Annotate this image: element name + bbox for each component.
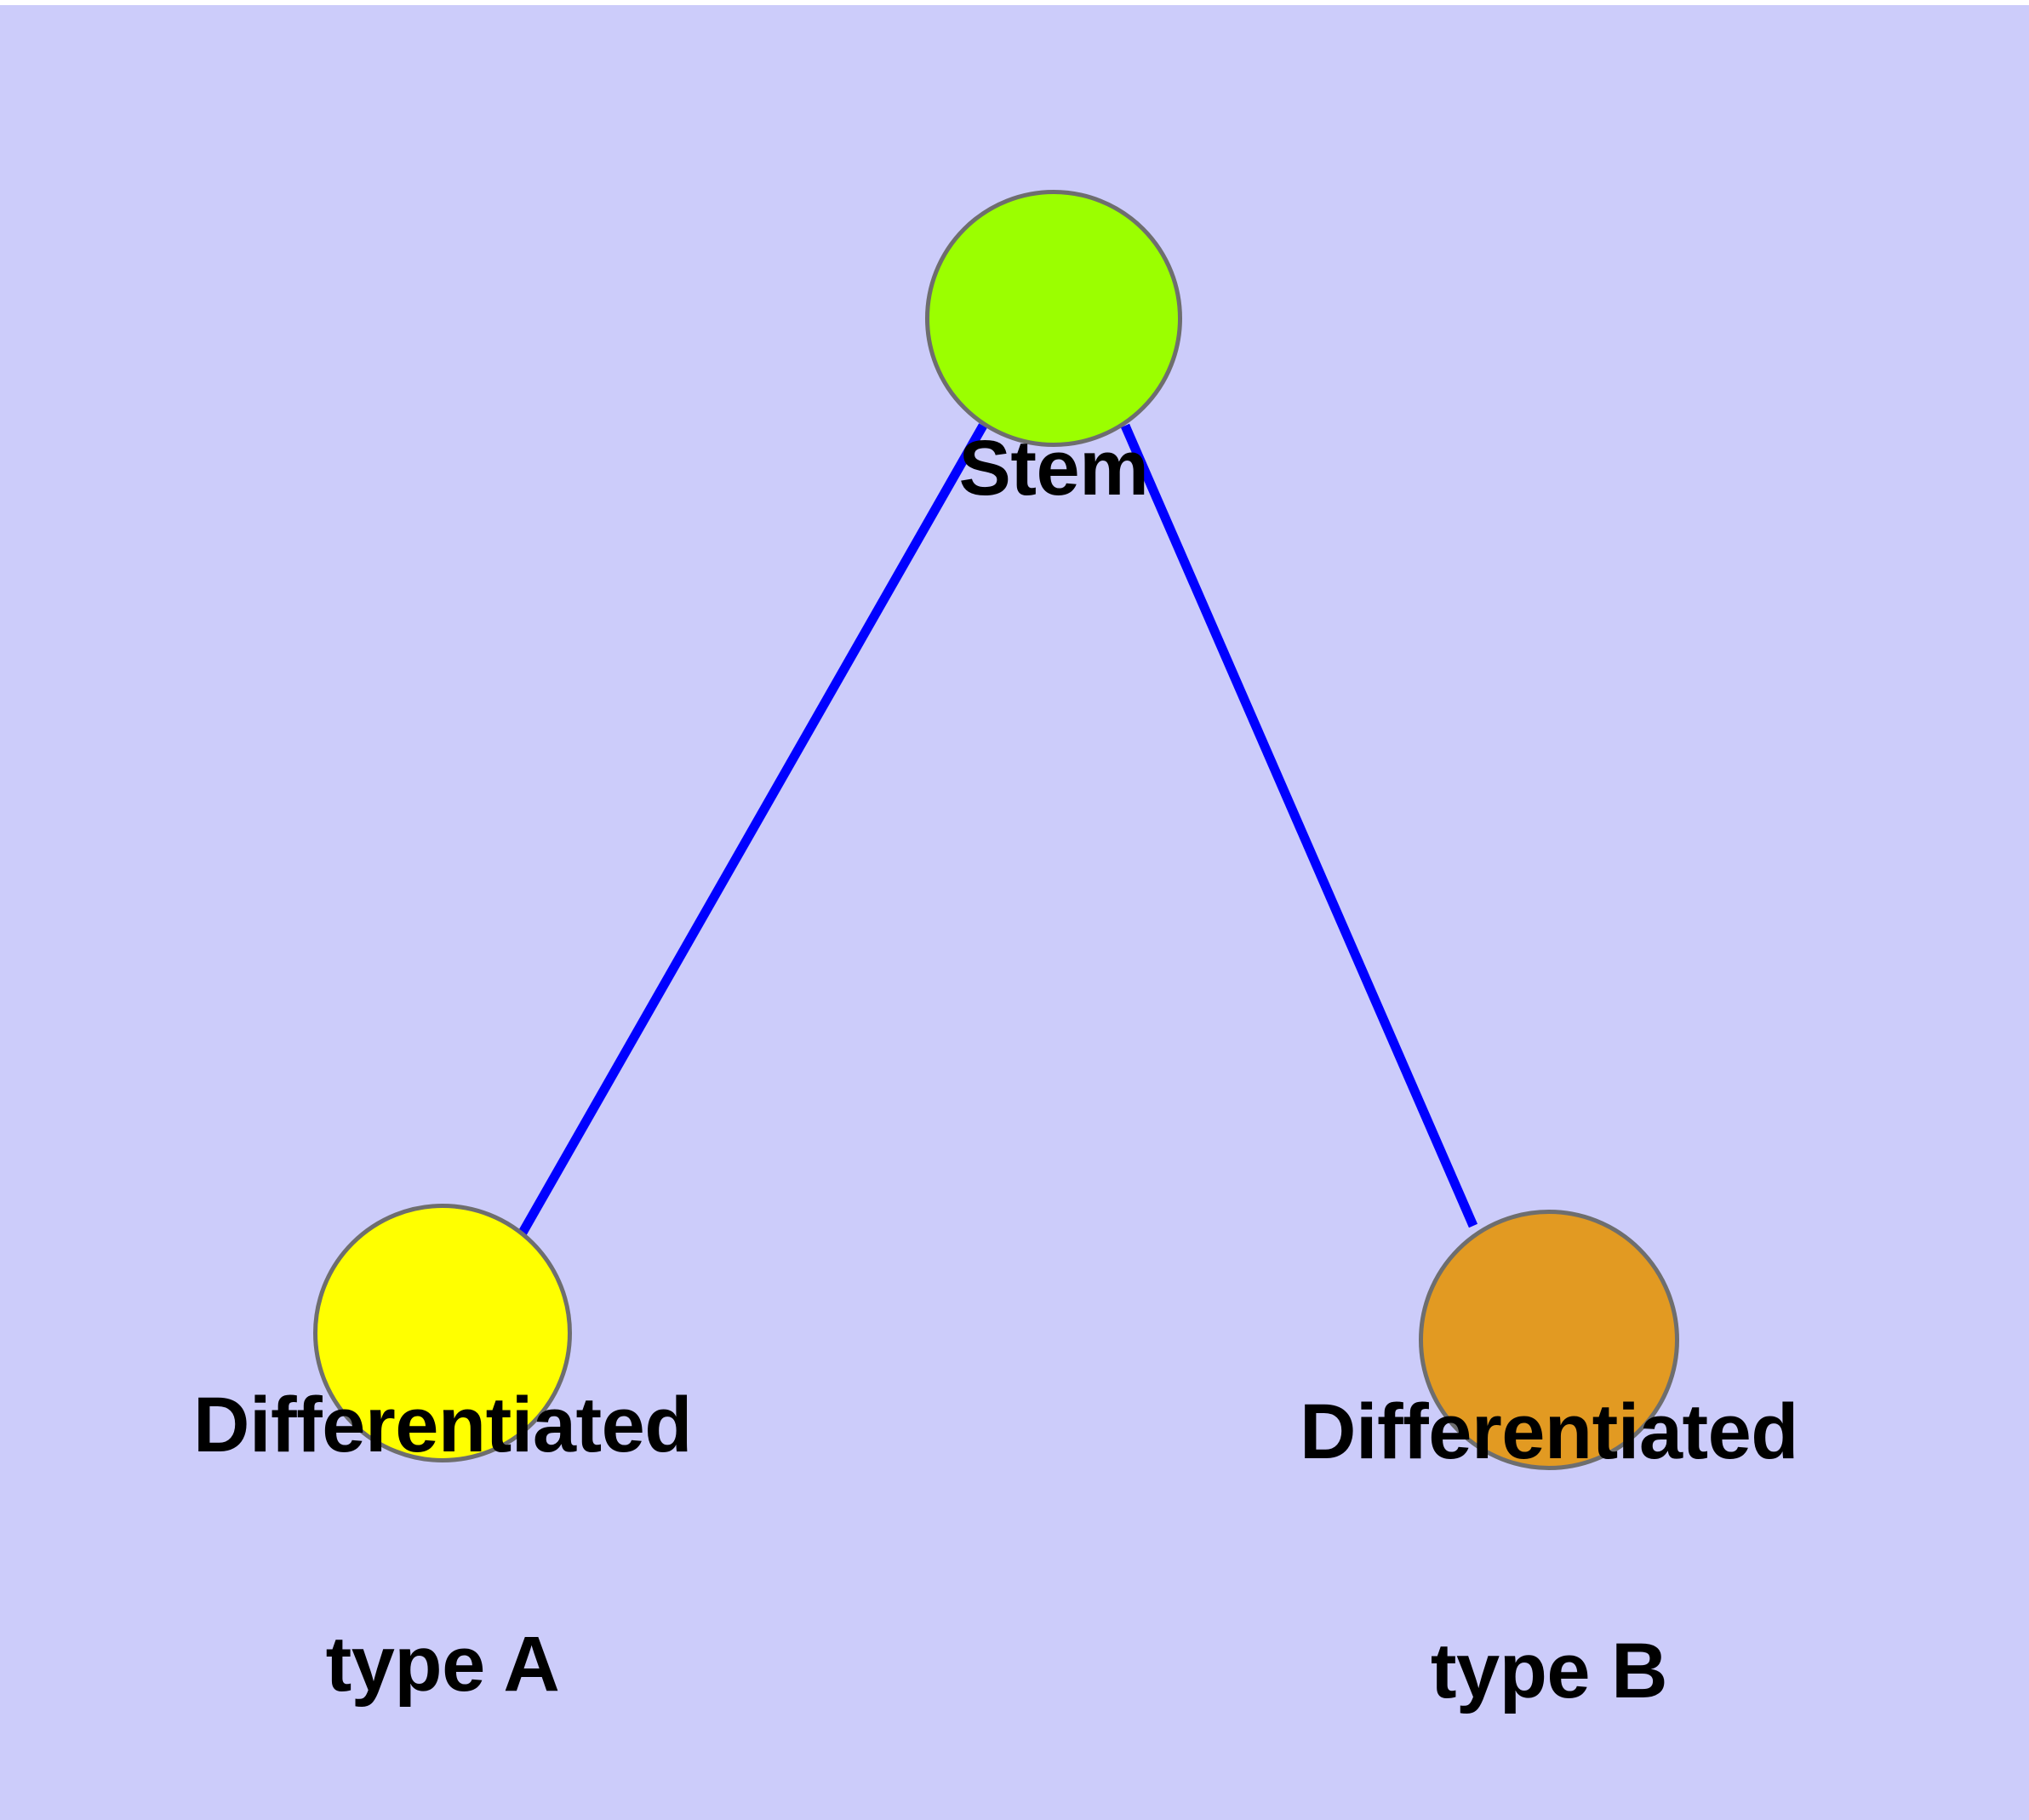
edge-stem-to-differentiated-type-b bbox=[1120, 423, 1478, 1228]
node-stem[interactable] bbox=[925, 190, 1182, 447]
node-differentiated-type-a[interactable] bbox=[313, 1204, 572, 1462]
node-differentiated-type-b[interactable] bbox=[1419, 1210, 1679, 1470]
edge-stem-to-differentiated-type-a bbox=[518, 423, 987, 1235]
edge-layer bbox=[518, 423, 1478, 1235]
node-layer bbox=[313, 190, 1679, 1470]
